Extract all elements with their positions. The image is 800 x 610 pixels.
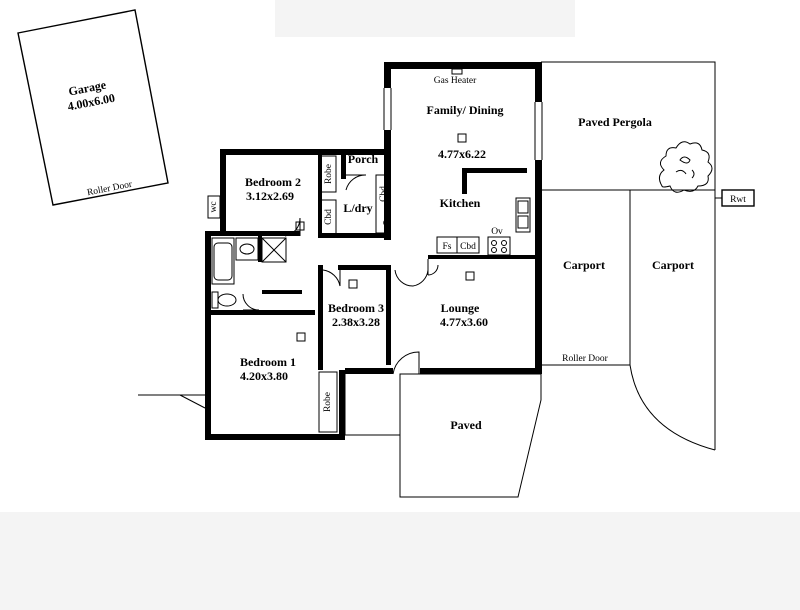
family-size: 4.77x6.22: [438, 147, 486, 161]
laundry-cbd1: Cbd: [324, 209, 334, 225]
pergola-label: Paved Pergola: [578, 115, 652, 129]
doors: [242, 174, 439, 375]
kitchen-label: Kitchen: [440, 196, 481, 210]
carport-door-label: Roller Door: [562, 354, 608, 364]
paved-label: Paved: [450, 418, 482, 432]
vent-icons: [295, 133, 475, 342]
bed1-robe: Robe: [323, 392, 333, 412]
walls: [205, 62, 542, 440]
garage: Garage 4.00x6.00 Roller Door: [17, 9, 169, 206]
bed2-label: Bedroom 2: [245, 175, 301, 189]
tree-icon: [658, 141, 713, 193]
wc-label: wc: [209, 201, 219, 212]
bed1-size: 4.20x3.80: [240, 369, 288, 383]
laundry-cbd2: Cbd: [379, 186, 389, 202]
bottom-band: [0, 512, 800, 610]
oven-label: Ov: [491, 227, 503, 237]
family-label: Family/ Dining: [426, 103, 503, 117]
kitchen-cbd-label: Cbd: [460, 242, 476, 252]
fixtures: [207, 68, 531, 433]
gas-heater-label: Gas Heater: [434, 76, 477, 86]
bed2-robe: Robe: [324, 164, 334, 184]
bed3-label: Bedroom 3: [328, 301, 384, 315]
bed1-label: Bedroom 1: [240, 355, 296, 369]
garage-door-label: Roller Door: [86, 180, 134, 199]
fs-label: Fs: [443, 242, 452, 252]
outdoor-areas: [138, 61, 755, 498]
top-band: [275, 0, 575, 37]
bed3-size: 2.38x3.28: [332, 315, 380, 329]
bed2-size: 3.12x2.69: [246, 189, 294, 203]
laundry-c: C: [383, 219, 389, 229]
windows: [383, 88, 543, 160]
laundry-label: L/dry: [343, 201, 372, 215]
rwt-label: Rwt: [730, 195, 746, 205]
lounge-size: 4.77x3.60: [440, 315, 488, 329]
porch-label: Porch: [348, 152, 379, 166]
carport1-label: Carport: [563, 258, 605, 272]
carport2-label: Carport: [652, 258, 694, 272]
lounge-label: Lounge: [441, 301, 480, 315]
room-labels: Gas Heater Family/ Dining 4.77x6.22 Kitc…: [209, 76, 746, 432]
